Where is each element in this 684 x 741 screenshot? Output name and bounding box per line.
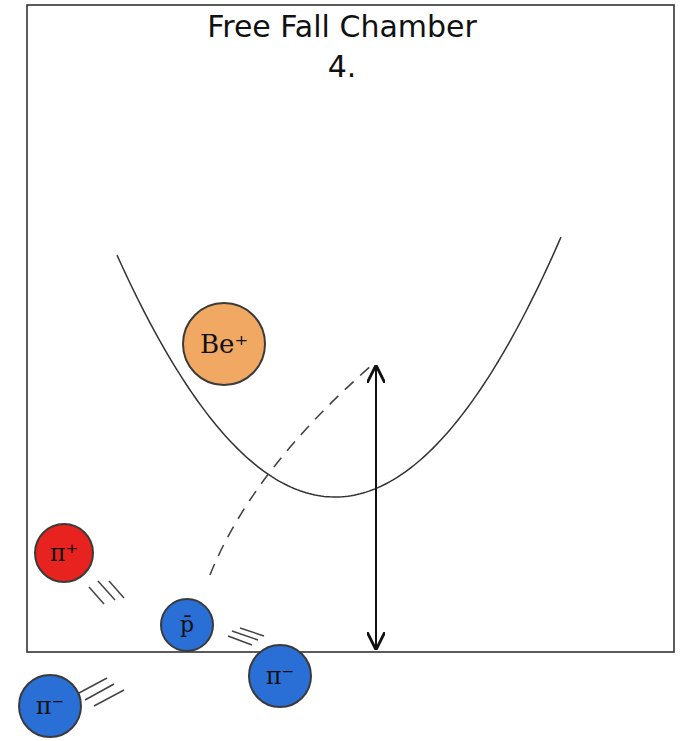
trajectory bbox=[210, 365, 372, 575]
trap-potential bbox=[117, 237, 561, 497]
motion-streaks bbox=[79, 581, 264, 706]
particle-circle: π⁻ bbox=[248, 644, 312, 708]
particle-circle: Be⁺ bbox=[182, 302, 266, 386]
particle-circle: p̄ bbox=[160, 598, 214, 652]
particle-label: p̄ bbox=[180, 614, 194, 636]
particle-label: Be⁺ bbox=[200, 331, 248, 357]
particle-label: π⁻ bbox=[36, 694, 64, 718]
chamber-number: 4. bbox=[0, 52, 684, 82]
height-arrow bbox=[375, 367, 377, 648]
chamber-wall bbox=[27, 5, 674, 652]
particle-label: π⁻ bbox=[266, 664, 294, 688]
particle-circle: π⁻ bbox=[18, 674, 82, 738]
particle-label: π⁺ bbox=[50, 541, 78, 565]
particle-circle: π⁺ bbox=[34, 523, 94, 583]
chamber-title: Free Fall Chamber bbox=[0, 12, 684, 42]
